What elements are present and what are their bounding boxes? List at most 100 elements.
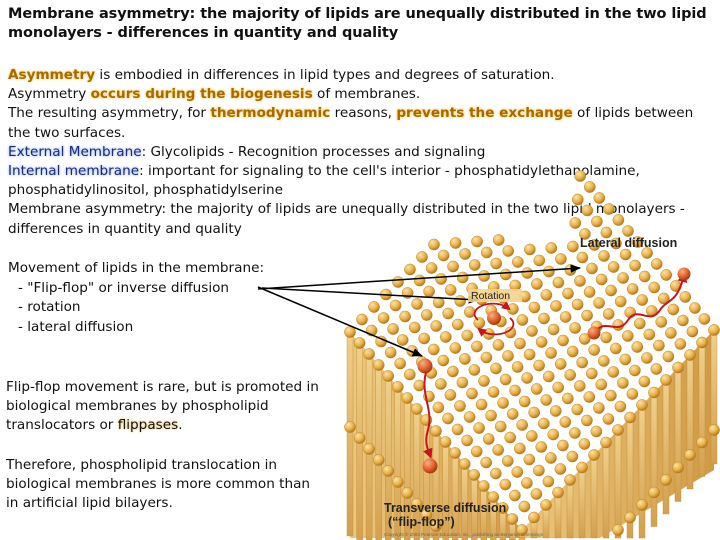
lipid-head	[696, 336, 708, 349]
lipid-head	[356, 313, 368, 326]
lipid-head	[538, 417, 550, 430]
lipid-head	[574, 170, 587, 182]
lipid-head	[526, 325, 538, 337]
flipflop-top-head	[417, 358, 433, 374]
movement-item-flipflop: - "Flip-flop" or inverse diffusion	[18, 279, 230, 296]
lipid-head	[413, 379, 426, 392]
lipid-head	[593, 297, 605, 309]
lipid-head	[478, 270, 491, 282]
lipid-head	[634, 317, 646, 330]
lipid-head	[552, 381, 565, 394]
lipid-head	[413, 274, 426, 287]
lipid-head	[619, 248, 632, 261]
lipid-head	[584, 181, 596, 193]
lipid-head	[487, 491, 500, 503]
lipid-head	[543, 265, 555, 278]
lipid-head	[514, 442, 526, 455]
lipid-tail	[662, 383, 670, 515]
lipid-head	[449, 447, 461, 459]
lipid-head	[480, 246, 493, 259]
pointer-rotation	[261, 287, 480, 304]
lipid-head	[564, 264, 577, 276]
lipid-tail	[578, 471, 586, 539]
lipid-head	[428, 238, 440, 251]
lipid-head	[363, 443, 375, 455]
lipid-head	[411, 403, 423, 415]
lipid-head	[509, 384, 521, 397]
lipid-head	[427, 343, 440, 356]
lipid-head	[387, 323, 399, 335]
lipid-head	[492, 444, 505, 456]
lipid-head	[523, 453, 536, 466]
lipid-head	[555, 253, 567, 265]
lipid-head	[588, 344, 601, 356]
lipid-head	[566, 345, 579, 358]
rotation-arrow-bottom	[477, 317, 515, 337]
lipid-head	[679, 291, 692, 303]
label-flip-flop: (“flip-flop”)	[388, 515, 455, 529]
lipid-head	[447, 365, 459, 378]
lipid-head	[489, 467, 502, 480]
lipid-head	[480, 456, 493, 469]
lipid-head	[698, 313, 711, 325]
label-rotation: Rotation	[471, 290, 510, 302]
highlight-prevents-exchange: prevents the exchange	[396, 105, 573, 122]
lipid-head	[533, 359, 545, 372]
lipid-head	[430, 425, 442, 437]
lipid-head	[598, 355, 610, 367]
lipid-head	[547, 428, 560, 441]
lipid-head	[439, 331, 452, 343]
lipid-tail	[674, 371, 682, 502]
lipid-head	[696, 436, 708, 449]
lipid-head	[442, 307, 455, 320]
lipid-head	[607, 366, 620, 378]
lipid-head	[540, 289, 553, 301]
lipid-head	[463, 306, 476, 318]
lipid-head	[545, 347, 557, 359]
lipid-head	[353, 337, 366, 349]
paragraph-thermodynamic: The resulting asymmetry, for thermodynam…	[8, 104, 714, 142]
lipid-head	[655, 316, 668, 328]
lipid-head	[542, 370, 555, 383]
lipid-head	[545, 452, 557, 464]
lipid-head	[533, 254, 546, 267]
lipid-head	[586, 262, 598, 275]
lipid-head	[475, 398, 488, 411]
lipid-head	[650, 258, 663, 270]
lipid-head	[641, 352, 653, 364]
lateral-diffusion-path	[595, 272, 688, 332]
lipid-head	[581, 414, 593, 427]
lipid-head	[518, 500, 531, 513]
lipid-head	[401, 487, 414, 499]
lipid-head	[554, 463, 567, 475]
lipid-head	[540, 499, 552, 511]
lipid-head	[411, 498, 423, 510]
lipid-head	[435, 378, 447, 390]
lipid-head	[456, 376, 469, 389]
lipid-tail	[638, 408, 646, 539]
lipid-head	[550, 405, 562, 417]
lipid-head	[487, 386, 500, 398]
lipid-head	[648, 486, 660, 499]
lipid-head	[562, 392, 574, 405]
lipid-head	[612, 214, 625, 226]
lipid-head	[439, 436, 452, 448]
lipid-head	[377, 312, 390, 324]
lipid-head	[485, 409, 497, 422]
movement-heading: Movement of lipids in the membrane:	[8, 260, 265, 276]
lateral-end-head	[677, 267, 691, 281]
lipid-head	[631, 236, 644, 248]
lipid-head	[497, 502, 509, 514]
lipid-head	[480, 351, 493, 364]
lipid-head	[468, 259, 481, 271]
lipid-head	[420, 509, 433, 521]
lipid-head	[708, 324, 720, 336]
highlight-flippases: flippases	[117, 417, 179, 434]
lipid-head	[629, 364, 641, 377]
lipid-head	[459, 248, 471, 260]
paragraph-text: Asymmetry	[8, 86, 91, 103]
lipid-head	[617, 377, 629, 389]
lipid-head	[622, 330, 634, 342]
lipid-head	[586, 367, 598, 380]
lipid-head	[401, 392, 414, 404]
